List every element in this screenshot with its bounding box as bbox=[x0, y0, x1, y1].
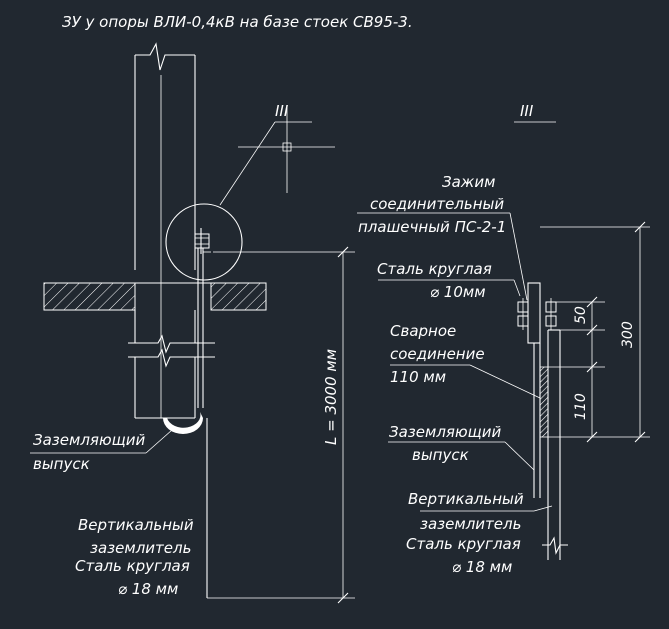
dim-300: 300 bbox=[620, 321, 636, 348]
clamp-label-line2: соединительный bbox=[370, 195, 504, 213]
left-view: III Заземляющий выпуск Вертикальный зазе… bbox=[30, 42, 355, 604]
clamp-label-line3: плашечный ПС-2-1 bbox=[358, 218, 506, 236]
ground-section bbox=[43, 282, 267, 311]
right-ground-outlet-line1: Заземляющий bbox=[389, 423, 501, 441]
left-ground-outlet-line1: Заземляющий bbox=[33, 431, 145, 449]
right-ground-outlet-line2: выпуск bbox=[412, 446, 469, 464]
pole bbox=[128, 42, 215, 419]
diameter-10-label: ⌀ 10мм bbox=[430, 283, 486, 301]
right-diameter-18-label: ⌀ 18 мм bbox=[452, 558, 512, 576]
left-vertical-electrode-line1: Вертикальный bbox=[78, 516, 194, 534]
left-diameter: ⌀ 18 мм bbox=[118, 580, 178, 598]
right-vertical-electrode-line1: Вертикальный bbox=[408, 490, 524, 508]
steel-round-10-label: Сталь круглая bbox=[377, 260, 492, 278]
view-marker-left: III bbox=[275, 102, 289, 120]
left-vertical-electrode-line2: заземлитель bbox=[90, 539, 191, 557]
length-dimension: L = 3000 мм bbox=[207, 246, 355, 604]
weld-label-line1: Сварное bbox=[390, 322, 456, 340]
length-label: L = 3000 мм bbox=[322, 349, 340, 445]
right-dimensions: 50 110 300 bbox=[540, 221, 650, 443]
left-steel-round: Сталь круглая bbox=[75, 557, 190, 575]
detail-circle bbox=[165, 203, 243, 281]
right-view: III Зажим соединительный плашечный ПС-2-… bbox=[357, 102, 650, 576]
view-marker-right: III bbox=[520, 102, 534, 120]
weld-zone bbox=[539, 366, 549, 438]
left-ground-outlet-line2: выпуск bbox=[33, 455, 90, 473]
ground-outlet-bend bbox=[163, 412, 203, 434]
drawing-title: ЗУ у опоры ВЛИ-0,4кВ на базе стоек СВ95-… bbox=[62, 13, 413, 31]
dim-110: 110 bbox=[573, 393, 589, 420]
dim-50: 50 bbox=[573, 306, 589, 324]
clamp-left bbox=[194, 228, 210, 254]
right-vertical-electrode-line2: заземлитель bbox=[420, 515, 521, 533]
weld-label-line2: соединение bbox=[390, 345, 485, 363]
crosshair bbox=[238, 105, 335, 193]
right-steel-round-label: Сталь круглая bbox=[406, 535, 521, 553]
weld-length-label: 110 мм bbox=[390, 368, 446, 386]
clamp-label-line1: Зажим bbox=[442, 173, 495, 191]
clamp-right bbox=[517, 282, 557, 344]
